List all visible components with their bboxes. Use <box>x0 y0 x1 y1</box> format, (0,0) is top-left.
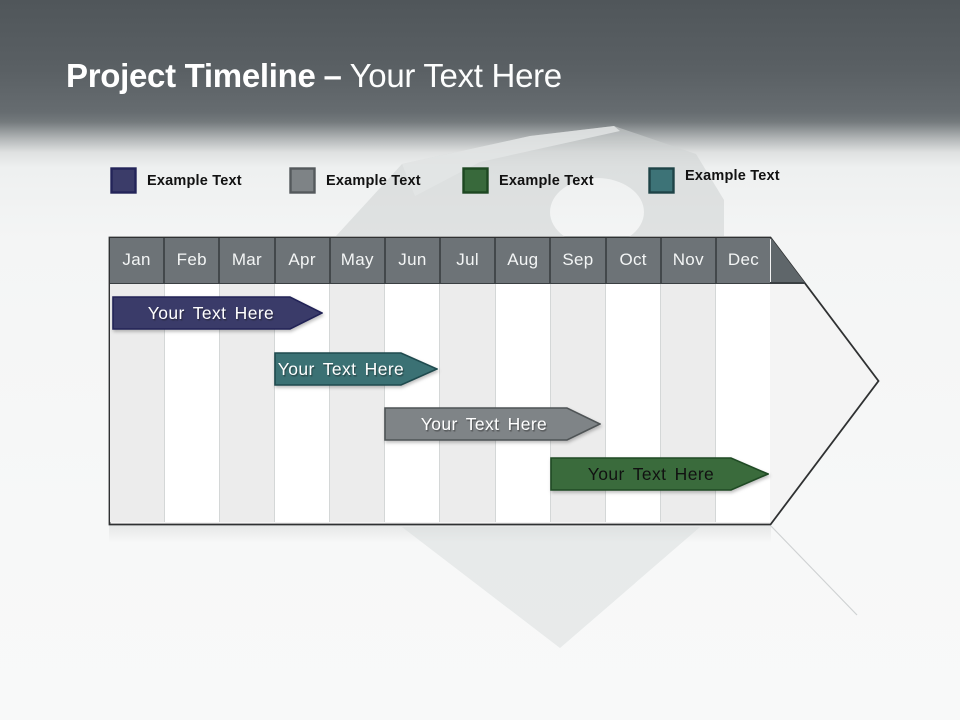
grid-column <box>384 284 440 522</box>
legend-swatch-green-icon <box>462 167 489 194</box>
gantt-bar: Your Text Here <box>384 407 601 441</box>
month-cell: Jan <box>110 238 164 283</box>
legend-item: Example Text <box>109 166 242 195</box>
month-cell: Apr <box>273 238 329 283</box>
legend-label: Example Text <box>326 172 421 189</box>
gantt-bar: Your Text Here <box>274 352 438 386</box>
gantt-bar: Your Text Here <box>112 296 323 330</box>
month-cell: May <box>328 238 384 283</box>
month-cell: Jul <box>439 238 495 283</box>
month-cell: Mar <box>218 238 274 283</box>
month-cell: Oct <box>604 238 660 283</box>
legend-label: Example Text <box>499 172 594 189</box>
legend-item: Example Text <box>461 166 594 195</box>
month-cell: Jun <box>383 238 440 283</box>
month-cell: Sep <box>549 238 605 283</box>
month-cell: Aug <box>494 238 550 283</box>
timeline-grid <box>110 284 770 522</box>
page-title: Project Timeline–Your Text Here <box>66 57 562 95</box>
legend-label: Example Text <box>685 167 780 184</box>
title-dash: – <box>323 57 342 94</box>
legend-swatch-gray-icon <box>289 167 316 194</box>
title-primary: Project Timeline <box>66 57 316 94</box>
grid-column <box>439 284 495 522</box>
bar-label: Your Text Here <box>588 464 714 484</box>
legend-item: Example Text <box>288 166 421 195</box>
bar-arrow-shape: Your Text Here <box>550 457 769 491</box>
legend-label: Example Text <box>147 172 242 189</box>
month-cell: Nov <box>659 238 715 283</box>
bar-label: Your Text Here <box>278 359 404 379</box>
bar-label: Your Text Here <box>421 414 547 434</box>
month-cell: Dec <box>714 238 771 283</box>
grid-column <box>329 284 385 522</box>
bar-arrow-shape: Your Text Here <box>274 352 438 386</box>
legend-swatch-teal-icon <box>648 167 675 194</box>
legend-swatch-navy-icon <box>110 167 137 194</box>
bar-label: Your Text Here <box>148 303 274 323</box>
title-secondary: Your Text Here <box>349 57 563 94</box>
gantt-bar: Your Text Here <box>550 457 769 491</box>
month-header: Jan Feb Mar Apr May Jun Jul Aug Sep Oct … <box>110 238 771 283</box>
legend-item: Example Text <box>647 166 780 195</box>
bar-arrow-shape: Your Text Here <box>384 407 601 441</box>
month-cell: Feb <box>163 238 219 283</box>
grid-column <box>494 284 550 522</box>
bar-arrow-shape: Your Text Here <box>112 296 323 330</box>
